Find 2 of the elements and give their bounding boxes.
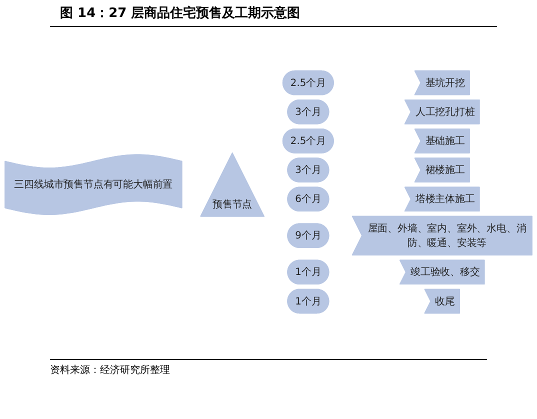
source-note: 资料来源：经济研究所整理 [50, 359, 487, 377]
figure-title: 图 14：27 层商品住宅预售及工期示意图 [50, 0, 497, 27]
